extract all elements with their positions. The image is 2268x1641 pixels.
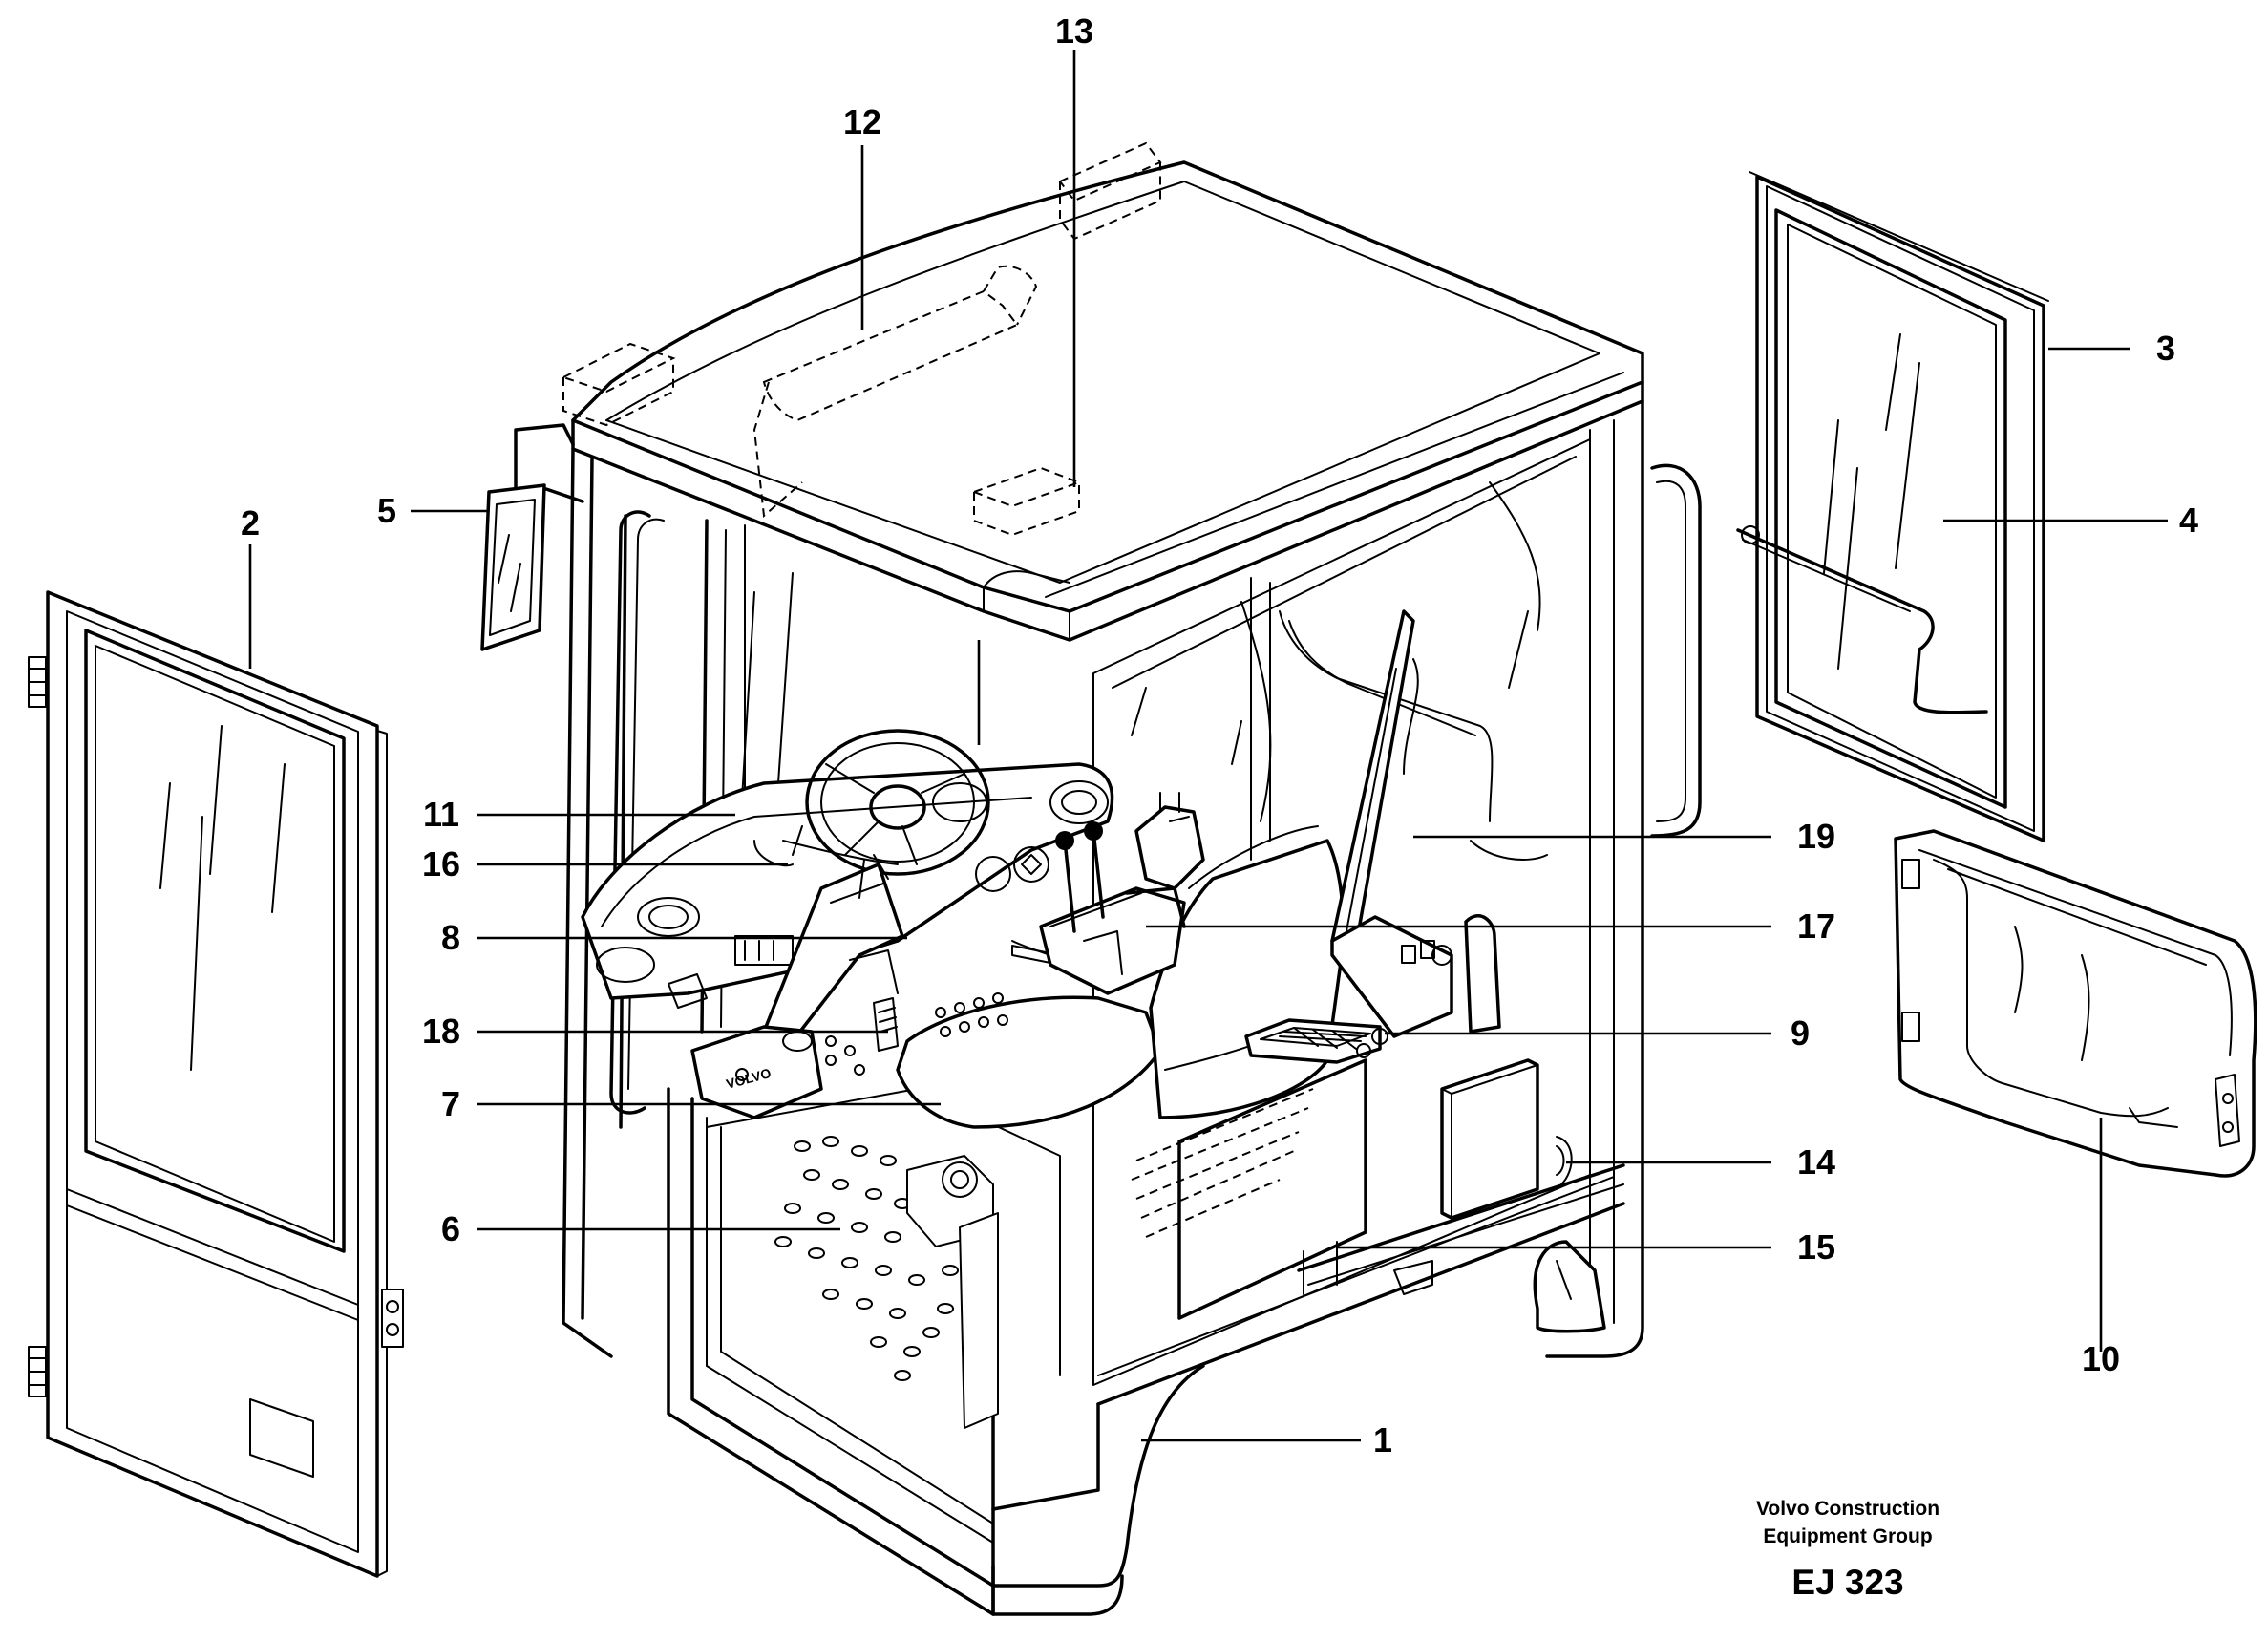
part-1-cab-body <box>561 141 1702 1616</box>
callout-labels: 1 2 3 4 5 6 7 8 9 10 11 12 13 14 15 16 1… <box>241 11 2198 1460</box>
floor-perforations <box>774 1136 959 1381</box>
part-10-side-panel <box>1894 829 2257 1178</box>
part-2-left-door <box>28 590 404 1578</box>
callout-7: 7 <box>441 1084 460 1123</box>
callout-16: 16 <box>422 844 460 884</box>
part-17-control-levers <box>1039 792 1205 995</box>
callout-11: 11 <box>423 795 459 834</box>
callout-4: 4 <box>2179 501 2198 540</box>
drawing-code: EJ 323 <box>1791 1563 1904 1602</box>
callout-1: 1 <box>1373 1420 1392 1460</box>
part-18-console: VOLVO <box>690 997 899 1119</box>
callout-2: 2 <box>241 503 260 543</box>
callout-18: 18 <box>422 1012 460 1051</box>
part-3-4-right-window <box>1736 171 2049 842</box>
callout-15: 15 <box>1797 1227 1835 1267</box>
callout-17: 17 <box>1797 906 1835 946</box>
callout-13: 13 <box>1055 11 1093 51</box>
callout-6: 6 <box>441 1209 460 1248</box>
part-9-keypad <box>1244 1018 1388 1064</box>
callout-9: 9 <box>1791 1013 1810 1053</box>
part-5-mirror <box>480 423 584 651</box>
company-line-2: Equipment Group <box>1763 1525 1933 1547</box>
callout-14: 14 <box>1797 1142 1835 1182</box>
part-15-rear-panel <box>1131 1058 1367 1320</box>
company-line-1: Volvo Construction <box>1755 1498 1940 1520</box>
part-19-panel <box>1330 609 1501 1038</box>
lower-rear-frame <box>1297 1163 1625 1333</box>
callout-19: 19 <box>1797 817 1835 856</box>
company-caption: Volvo Construction Equipment Group <box>1671 1495 2024 1550</box>
callout-8: 8 <box>441 918 460 957</box>
callout-3: 3 <box>2156 329 2175 368</box>
callout-12: 12 <box>843 102 881 141</box>
part-16-steering-wheel <box>753 729 990 876</box>
callout-leaders <box>248 50 2168 1442</box>
seat-perforations <box>825 992 1008 1076</box>
part-14-box <box>1440 1058 1573 1220</box>
callout-10: 10 <box>2082 1339 2120 1378</box>
callout-5: 5 <box>377 491 396 530</box>
